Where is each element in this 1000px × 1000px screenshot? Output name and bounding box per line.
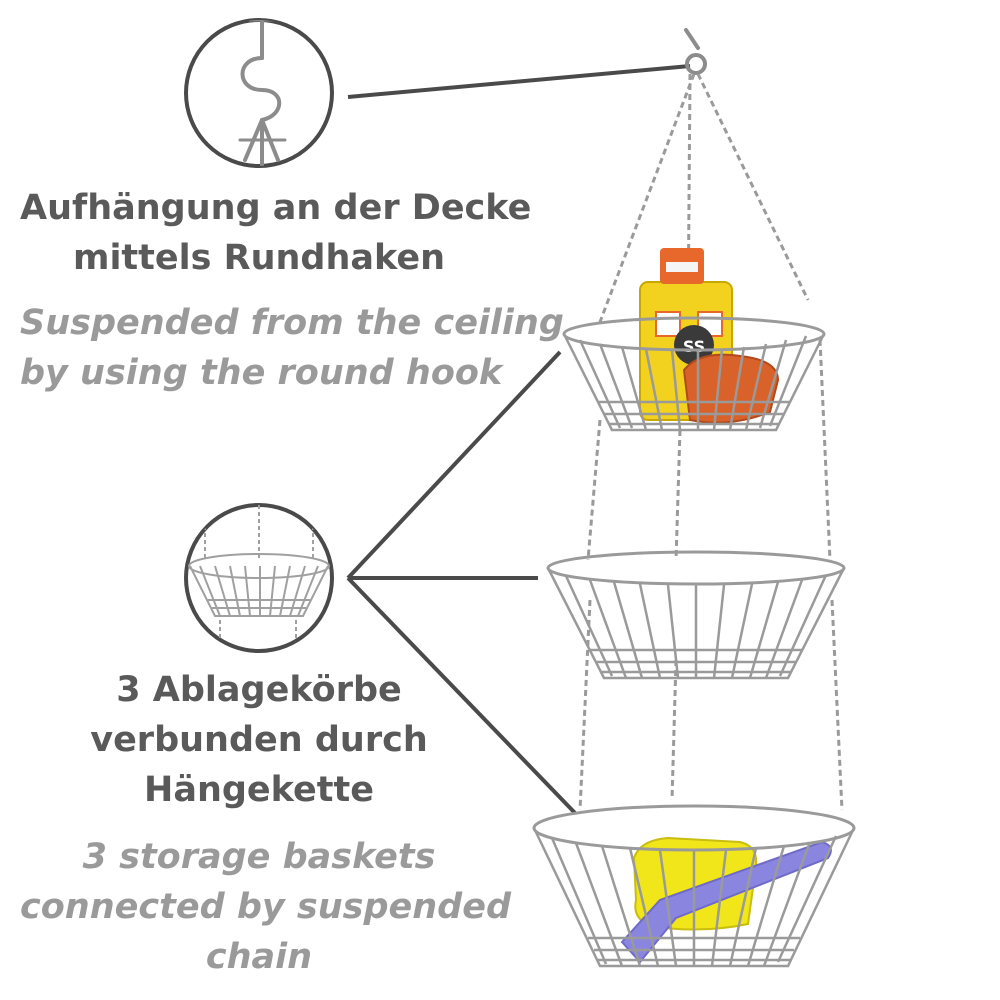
leader-line-top-basket xyxy=(346,350,562,580)
leader-line-hook xyxy=(347,64,691,99)
hook-caption-german-line-2: mittels Rundhaken xyxy=(72,238,446,278)
basket-caption-german-line-1: 3 Ablagekörbe xyxy=(116,670,402,710)
middle-basket xyxy=(546,550,846,680)
hook-caption-english: Suspended from the ceiling by using the … xyxy=(20,298,564,398)
hanging-basket-product: SS xyxy=(532,28,856,968)
leader-line-bottom-basket xyxy=(346,576,577,815)
basket-caption-english-line-1: 3 storage baskets xyxy=(82,837,436,877)
top-basket xyxy=(562,316,826,432)
bottom-basket xyxy=(532,804,856,968)
basket-caption-english-line-3: chain xyxy=(205,937,313,977)
basket-detail-icon xyxy=(184,503,334,653)
basket-caption-english: 3 storage baskets connected by suspended… xyxy=(20,832,512,982)
round-hook xyxy=(684,28,707,75)
bottle-label: SS xyxy=(683,337,705,356)
basket-caption-german-line-2: verbunden durch xyxy=(90,720,428,760)
hanging-chain xyxy=(578,73,844,811)
hook-caption-english-line-2: by using the round hook xyxy=(20,353,503,393)
hook-caption-german: Aufhängung an der Decke mittels Rundhake… xyxy=(20,183,532,283)
basket-caption-german: 3 Ablagekörbe verbunden durch Hängekette xyxy=(20,665,498,815)
leader-lines xyxy=(346,64,691,815)
hook-caption-english-line-1: Suspended from the ceiling xyxy=(20,303,564,343)
hook-detail-icon xyxy=(184,18,334,168)
basket-caption-english-line-2: connected by suspended xyxy=(20,887,512,927)
hook-caption-german-line-1: Aufhängung an der Decke xyxy=(20,188,532,228)
basket-caption-german-line-3: Hängekette xyxy=(144,770,374,810)
